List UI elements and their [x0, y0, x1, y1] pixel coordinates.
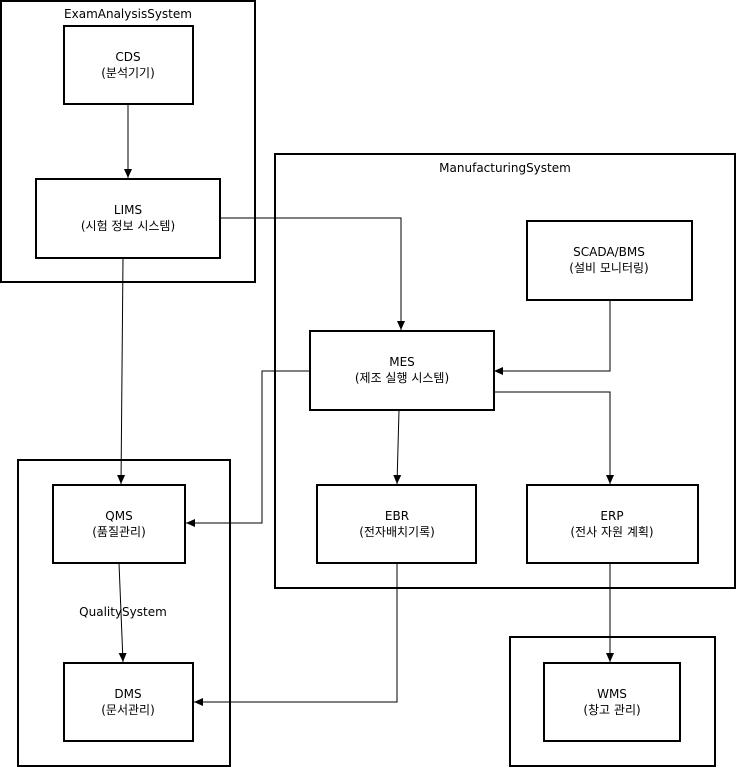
node-lims[interactable]: LIMS (시험 정보 시스템) — [35, 178, 221, 259]
edge-lims-mes — [220, 217, 405, 330]
node-wms[interactable]: WMS (창고 관리) — [543, 662, 681, 742]
edge-mes-erp — [494, 391, 614, 484]
node-cds-subtitle: (분석기기) — [101, 66, 155, 80]
group-quality-system: QualitySystem — [17, 459, 231, 767]
node-scada-subtitle: (설비 모니터링) — [569, 261, 648, 275]
edge-qms-dms — [118, 562, 127, 663]
group-label-exam: ExamAnalysisSystem — [64, 7, 192, 21]
node-scada-title: SCADA/BMS — [573, 245, 645, 259]
edge-mes-ebr — [393, 409, 402, 485]
edge-scada-mes — [494, 300, 611, 375]
group-wms-container — [509, 636, 716, 767]
node-dms[interactable]: DMS (문서관리) — [63, 662, 194, 742]
node-qms-subtitle: (품질관리) — [92, 525, 146, 539]
group-exam-analysis-system: ExamAnalysisSystem — [0, 0, 256, 283]
edge-mes-qms — [186, 370, 310, 527]
node-ebr[interactable]: EBR (전자배치기록) — [316, 484, 477, 564]
node-dms-subtitle: (문서관리) — [101, 703, 155, 717]
node-mes-title: MES — [389, 355, 415, 369]
node-mes[interactable]: MES (제조 실행 시스템) — [309, 330, 495, 411]
connectors — [117, 104, 614, 706]
node-qms[interactable]: QMS (품질관리) — [52, 484, 186, 564]
node-wms-title: WMS — [597, 687, 627, 701]
node-qms-title: QMS — [105, 509, 132, 523]
node-lims-title: LIMS — [114, 203, 142, 217]
node-dms-title: DMS — [114, 687, 141, 701]
group-label-quality: QualitySystem — [79, 605, 167, 619]
node-scada-bms[interactable]: SCADA/BMS (설비 모니터링) — [526, 220, 693, 301]
edge-lims-qms — [117, 257, 126, 485]
node-erp-title: ERP — [600, 509, 623, 523]
group-label-manufacturing: ManufacturingSystem — [439, 161, 571, 175]
node-wms-subtitle: (창고 관리) — [583, 703, 640, 717]
node-ebr-subtitle: (전자배치기록) — [359, 525, 435, 539]
node-lims-subtitle: (시험 정보 시스템) — [81, 219, 175, 233]
node-ebr-title: EBR — [385, 509, 409, 523]
node-erp-subtitle: (전사 자원 계획) — [570, 525, 653, 539]
node-cds-title: CDS — [115, 50, 140, 64]
node-erp[interactable]: ERP (전사 자원 계획) — [526, 484, 699, 564]
node-cds[interactable]: CDS (분석기기) — [63, 25, 194, 105]
node-mes-subtitle: (제조 실행 시스템) — [355, 370, 449, 385]
edge-ebr-dms — [194, 563, 398, 706]
